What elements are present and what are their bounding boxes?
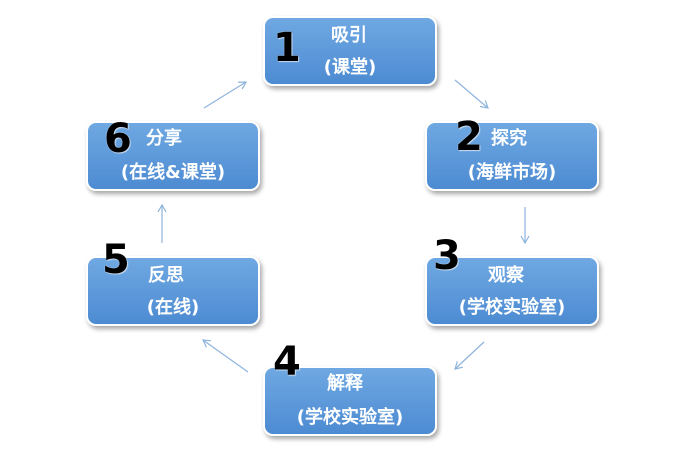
stage-4-box: 4 解释 (学校实验室): [263, 342, 437, 436]
stage-4-title: 解释: [327, 373, 363, 394]
stage-2-title: 探究: [491, 128, 527, 149]
stage-2-box: 2 探究 (海鲜市场): [425, 117, 599, 191]
stage-4-subtitle: (学校实验室): [296, 407, 404, 428]
stage-1-box: 1 吸引 (课堂): [263, 16, 437, 86]
stage-2-number: 2: [455, 114, 483, 160]
stage-5-box: 5 反思 (在线): [86, 240, 260, 326]
arrow-4-to-5: [202, 339, 249, 373]
arrow-1-to-2: [454, 79, 489, 109]
stage-6-title: 分享: [146, 128, 182, 149]
stage-4-number: 4: [273, 339, 301, 385]
stage-5-title: 反思: [148, 265, 184, 286]
stage-6-number: 6: [104, 116, 132, 162]
stage-3-subtitle: (学校实验室): [458, 297, 566, 318]
stage-5-number: 5: [102, 237, 130, 283]
stage-3-number: 3: [433, 233, 461, 279]
stage-3-box: 3 观察 (学校实验室): [425, 236, 599, 326]
stage-1-number: 1: [273, 25, 301, 71]
stage-2-subtitle: (海鲜市场): [467, 162, 557, 183]
arrow-3-to-4: [454, 341, 485, 370]
stage-1-subtitle: (课堂): [323, 57, 377, 78]
stage-3-title: 观察: [488, 265, 524, 286]
stage-6-subtitle: (在线&课堂): [120, 162, 226, 183]
arrow-6-to-1: [203, 81, 248, 109]
stage-6-box: 6 分享 (在线&课堂): [86, 116, 260, 191]
stage-5-subtitle: (在线): [146, 297, 200, 318]
stage-1-title: 吸引: [331, 25, 367, 46]
